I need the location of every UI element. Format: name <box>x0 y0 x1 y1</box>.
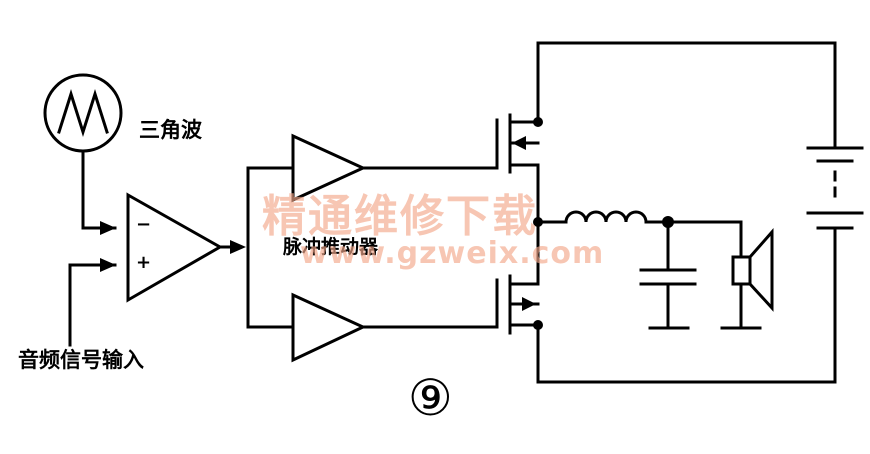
audio-input-label: 音频信号输入 <box>18 348 144 372</box>
wire-top-rail <box>536 41 837 150</box>
speaker-magnet <box>731 255 752 286</box>
watermark-title: 精通维修下载 <box>262 191 538 242</box>
watermark-url: www.gzweix.com <box>300 236 605 271</box>
triangle-wave-source <box>43 73 123 153</box>
triangle-wave-label: 三角波 <box>139 118 202 142</box>
arrow-comparator-output <box>230 240 246 254</box>
arrow-plus-input <box>100 258 116 272</box>
wire-inductor-to-node <box>644 220 743 259</box>
figure-number: ⑨ <box>408 369 453 427</box>
inductor-coil <box>564 210 648 224</box>
source-circle <box>43 73 123 153</box>
upper-driver-buffer <box>291 133 367 203</box>
triangle-wave-glyph <box>57 89 109 137</box>
speaker-cone <box>748 228 774 312</box>
wire-audio-to-plus <box>68 263 117 347</box>
arrow-upper-body <box>512 136 526 150</box>
minus-sign: − <box>136 214 152 235</box>
comparator-op-amp <box>126 192 224 303</box>
junction-midpoint <box>533 217 543 227</box>
battery <box>806 146 864 230</box>
wire-bottom-rail <box>536 226 837 384</box>
junction-output-node <box>662 216 674 228</box>
junction-upper-drain <box>533 117 543 127</box>
arrow-minus-input <box>100 221 116 235</box>
lower-driver-buffer <box>291 292 367 363</box>
wire-source-to-minus <box>81 149 117 230</box>
plus-sign: + <box>136 252 152 273</box>
speaker <box>720 228 774 330</box>
junction-lower-source <box>533 320 543 330</box>
pulse-driver-label: 脉冲推动器 <box>283 236 379 258</box>
arrow-lower-body <box>522 297 536 311</box>
